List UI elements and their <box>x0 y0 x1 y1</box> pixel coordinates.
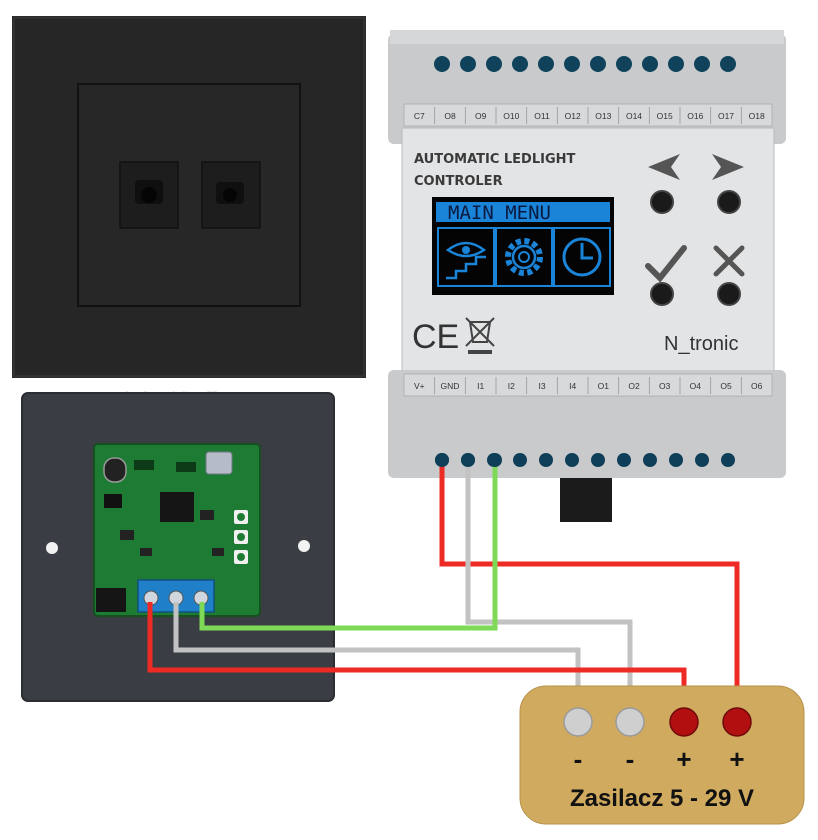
bottom-terminal-labels: V+ GND I1 I2 I3 I4 O1 O2 O3 O4 O5 O6 <box>414 377 763 394</box>
psu-terminal-plus-1 <box>669 707 699 737</box>
check-button[interactable] <box>645 245 687 306</box>
bottom-terminal-screw[interactable] <box>643 453 657 467</box>
terminal-label: GND <box>441 381 460 391</box>
sensor-window-left <box>119 161 179 229</box>
top-terminal-screw[interactable] <box>486 56 502 72</box>
psu-label-minus-1: - <box>574 744 583 774</box>
wire-gray-sensor <box>173 602 581 720</box>
terminal-label: O4 <box>690 381 702 391</box>
bottom-terminal-screw[interactable] <box>669 453 683 467</box>
clock-icon <box>553 227 611 287</box>
top-terminal-screw[interactable] <box>512 56 528 72</box>
top-terminal-screw[interactable] <box>460 56 476 72</box>
controller-title-line1: AUTOMATIC LEDLIGHT <box>414 152 576 167</box>
terminal-label: I1 <box>477 381 484 391</box>
terminal-label: O14 <box>626 111 642 121</box>
top-terminal-screw[interactable] <box>590 56 606 72</box>
top-terminal-screw[interactable] <box>434 56 450 72</box>
terminal-label: O5 <box>720 381 732 391</box>
ce-mark: CE <box>412 318 459 356</box>
terminal-label: O8 <box>444 111 456 121</box>
top-terminal-screw[interactable] <box>564 56 580 72</box>
oled-display: MAIN MENU <box>432 197 614 295</box>
terminal-label: O13 <box>595 111 611 121</box>
terminal-label: O3 <box>659 381 671 391</box>
top-terminal-screw[interactable] <box>616 56 632 72</box>
top-terminal-screw[interactable] <box>694 56 710 72</box>
terminal-label: I2 <box>508 381 515 391</box>
terminal-label: O9 <box>475 111 487 121</box>
bottom-terminal-screw[interactable] <box>565 453 579 467</box>
top-terminal-screw[interactable] <box>668 56 684 72</box>
psu-terminal-plus-2 <box>722 707 752 737</box>
terminal-label: O6 <box>751 381 763 391</box>
terminal-label: O16 <box>687 111 703 121</box>
terminal-label: I4 <box>569 381 576 391</box>
terminal-label: C7 <box>414 111 425 121</box>
psu-label-plus-1: + <box>676 744 691 774</box>
terminal-label: O11 <box>534 111 550 121</box>
right-arrow-button[interactable] <box>712 154 744 214</box>
brand-logo: N_tronic <box>664 333 738 355</box>
left-arrow-button[interactable] <box>648 154 680 214</box>
psu-terminal-minus-1 <box>563 707 593 737</box>
top-terminal-screws <box>434 56 736 72</box>
psu-label-plus-2: + <box>729 744 744 774</box>
sensor-window-right <box>201 161 261 229</box>
psu-label-minus-2: - <box>626 744 635 774</box>
terminal-label: I3 <box>538 381 545 391</box>
bottom-terminal-screw[interactable] <box>617 453 631 467</box>
terminal-label: O18 <box>749 111 765 121</box>
top-terminal-screw[interactable] <box>538 56 554 72</box>
display-header: MAIN MENU <box>448 202 551 224</box>
gear-icon <box>495 227 553 287</box>
terminal-label: O15 <box>657 111 673 121</box>
controller-title-line2: CONTROLER <box>414 174 503 189</box>
bottom-terminal-screw[interactable] <box>591 453 605 467</box>
terminal-label: O12 <box>565 111 581 121</box>
top-terminal-screw[interactable] <box>642 56 658 72</box>
bottom-terminal-screw[interactable] <box>539 453 553 467</box>
weee-bin-icon <box>465 317 495 354</box>
top-terminal-screw[interactable] <box>720 56 736 72</box>
psu-terminal-minus-2 <box>615 707 645 737</box>
terminal-label: V+ <box>414 381 425 391</box>
wire-green-link <box>199 460 498 631</box>
sensor-wall-frame <box>12 16 366 378</box>
bottom-terminal-screw[interactable] <box>513 453 527 467</box>
top-terminal-labels: C7 O8 O9 O10 O11 O12 O13 O14 O15 O16 O17 O18 <box>414 107 765 124</box>
terminal-label: O1 <box>598 381 610 391</box>
power-supply-label: Zasilacz 5 - 29 V <box>570 785 754 812</box>
terminal-label: O17 <box>718 111 734 121</box>
power-supply-box: - - + + Zasilacz 5 - 29 V <box>519 685 805 825</box>
cross-button[interactable] <box>713 245 745 306</box>
bottom-terminal-screw[interactable] <box>721 453 735 467</box>
eye-stairs-icon <box>437 227 495 287</box>
terminal-label: O2 <box>628 381 640 391</box>
wire-red-controller <box>439 460 740 720</box>
sensor-back-plate <box>21 392 335 702</box>
sensor-pcb <box>93 443 261 617</box>
terminal-label: O10 <box>503 111 519 121</box>
bottom-terminal-screw[interactable] <box>695 453 709 467</box>
